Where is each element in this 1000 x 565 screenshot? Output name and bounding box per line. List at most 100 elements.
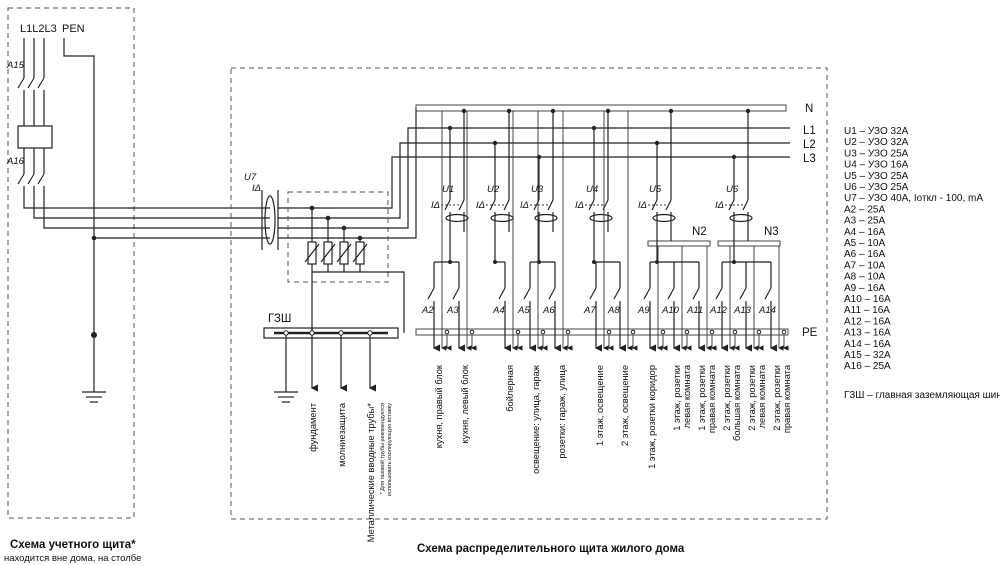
pe-bus <box>415 328 789 336</box>
breaker-a15-label: A15 <box>6 60 25 71</box>
rcd-label-u6: U6 <box>726 184 739 195</box>
circuit-label-6: 1 этаж, освещение <box>595 365 605 446</box>
legend-item-8: A2 – 25А <box>844 204 885 215</box>
rcd-delta-u4: IΔ <box>575 200 584 211</box>
phase-labels: L1L2L3 <box>20 23 57 35</box>
accounting-wires <box>17 38 270 403</box>
circuit-label-2: кухня, левый блок <box>460 364 470 443</box>
legend-item-16: A10 – 16А <box>844 294 891 305</box>
n-bus <box>415 104 787 112</box>
rcd-delta-u3: IΔ <box>520 200 529 211</box>
legend-item-3: U3 – УЗО 25А <box>844 148 909 159</box>
circuit-label-13-line2: правая комната <box>782 364 792 433</box>
legend-item-7: U7 – УЗО 40А, Iоткл - 100, mA <box>844 193 983 204</box>
legend-item-11: A5 – 10А <box>844 238 885 249</box>
circuit-label-13-line1: 2 этаж, розетки <box>772 365 782 431</box>
legend-item-2: U2 – УЗО 32А <box>844 137 909 148</box>
gas-note-line2: использовать изолирующую вставку <box>387 403 393 496</box>
legend-item-9: A3 – 25А <box>844 216 885 227</box>
l1-label: L1 <box>803 125 816 137</box>
rcd-delta-u6: IΔ <box>715 200 724 211</box>
rcd-u7 <box>261 190 279 250</box>
accounting-panel-title: Схема учетного щита* <box>10 539 136 551</box>
pe-bus-label: PE <box>802 327 818 339</box>
circuit-label-10-line1: 1 этаж, розетки <box>697 365 707 431</box>
breaker-label-8: A9 <box>637 305 650 316</box>
breaker-label-3: A4 <box>492 305 505 316</box>
pen-label: PEN <box>62 23 85 35</box>
breaker-label-1: A2 <box>421 305 434 316</box>
breaker-label-6: A7 <box>583 305 596 316</box>
breaker-label-13: A14 <box>758 305 776 316</box>
breaker-label-2: A3 <box>446 305 459 316</box>
legend-item-17: A11 – 16А <box>844 305 890 316</box>
circuit-label-4: освещение: улица, гараж <box>531 364 541 474</box>
rcd-label-u1: U1 <box>442 184 454 195</box>
n2-bus-label: N2 <box>692 226 707 238</box>
legend-item-21: A15 – 32А <box>844 350 891 361</box>
breaker-a16-label: A16 <box>6 156 25 167</box>
legend-item-13: A7 – 10А <box>844 260 885 271</box>
rcd-label-u5: U5 <box>649 184 662 195</box>
breaker-label-12: A13 <box>733 305 752 316</box>
surge-protection-box <box>287 191 389 283</box>
circuit-label-8: 1 этаж, розетки коридор <box>647 365 657 469</box>
gas-note-line1: * Для газовой трубы рекомендуется <box>379 403 386 494</box>
l2-label: L2 <box>803 139 816 151</box>
legend-item-20: A14 – 16А <box>844 339 891 350</box>
n2-bus <box>647 240 711 247</box>
ground-output-lightning: молниезащита <box>337 402 347 467</box>
legend-item-22: A16 – 25А <box>844 361 891 372</box>
legend-item-18: A12 – 16А <box>844 316 891 327</box>
rcd-label-u4: U4 <box>586 184 598 195</box>
circuit-label-1: кухня, правый блок <box>434 364 444 448</box>
legend-item-14: A8 – 10А <box>844 272 885 283</box>
delta-symbol: IΔ <box>252 183 261 194</box>
accounting-panel-subtitle: находится вне дома, на столбе <box>4 553 141 564</box>
main-feeds <box>278 108 790 239</box>
circuit-label-11-line2: большая комната <box>732 364 742 441</box>
gzsh-label: ГЗШ <box>268 313 291 325</box>
l3-label: L3 <box>803 153 816 165</box>
circuit-label-9-line2: левая комната <box>682 364 692 428</box>
surge-arresters <box>304 205 405 333</box>
breaker-label-9: A10 <box>661 305 680 316</box>
circuit-label-11-line1: 2 этаж, розетки <box>722 365 732 431</box>
gzsh-bus <box>263 327 399 339</box>
n3-bus-label: N3 <box>764 226 779 238</box>
legend-item-19: A13 – 16А <box>844 328 891 339</box>
ground-output-foundation: фундамент <box>308 402 318 452</box>
legend-item-10: A4 – 16А <box>844 227 885 238</box>
rcd-label-u3: U3 <box>531 184 544 195</box>
legend-item-15: A9 – 16А <box>844 283 885 294</box>
ground-output-pipes: Металлические вводные трубы* <box>366 403 376 543</box>
breaker-label-5: A6 <box>542 305 555 316</box>
circuit-label-7: 2 этаж, освещение <box>620 365 630 446</box>
n3-bus <box>717 240 781 247</box>
gzsh-outputs <box>274 330 376 403</box>
breaker-label-7: A8 <box>607 305 620 316</box>
distribution-panel-frame <box>230 67 828 520</box>
legend-item-4: U4 – УЗО 16А <box>844 160 909 171</box>
circuit-label-12-line1: 2 этаж, розетки <box>747 365 757 431</box>
rcd-label-u2: U2 <box>487 184 500 195</box>
legend-item-6: U6 – УЗО 25А <box>844 182 909 193</box>
circuit-label-9-line1: 1 этаж, розетки <box>672 365 682 431</box>
rcd-delta-u2: IΔ <box>476 200 485 211</box>
legend-gzsh-note: ГЗШ – главная заземляющая шина <box>844 390 1000 401</box>
legend-item-12: A6 – 16А <box>844 249 885 260</box>
breaker-label-10: A11 <box>686 305 703 316</box>
distribution-panel-title: Схема распределительного щита жилого дом… <box>417 543 685 555</box>
rcd-delta-u1: IΔ <box>431 200 440 211</box>
circuit-label-5: розетки: гараж, улица <box>557 364 567 458</box>
rcd-u7-label: U7 <box>244 172 257 183</box>
legend-item-1: U1 – УЗО 32А <box>844 126 909 137</box>
legend-item-5: U5 – УЗО 25А <box>844 171 909 182</box>
breaker-label-11: A12 <box>709 305 728 316</box>
n-bus-label: N <box>805 103 813 115</box>
